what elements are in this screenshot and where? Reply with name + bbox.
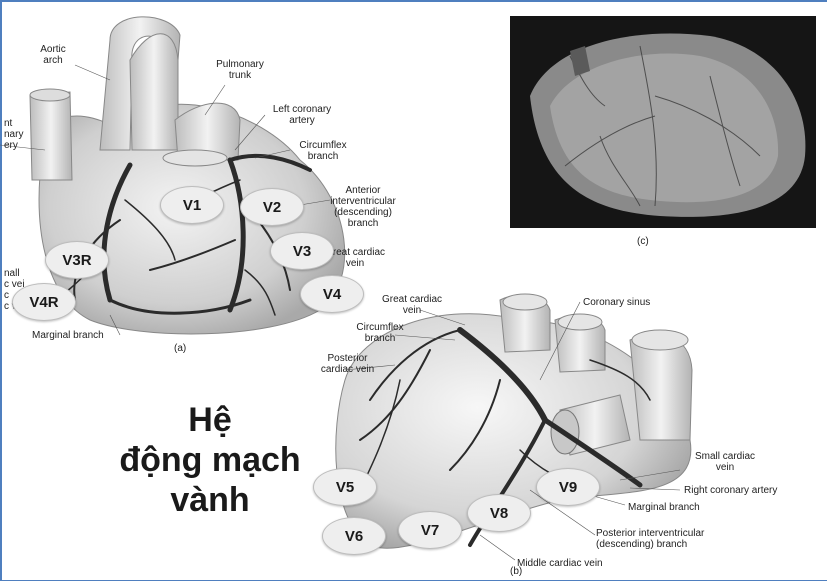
label-great-cardiac-vein-b: Great cardiac vein — [372, 294, 452, 316]
label-posterior-interventricular: Posterior interventricular (descending) … — [596, 528, 746, 550]
cast-photo — [510, 16, 816, 228]
label-marginal-branch-a: Marginal branch — [32, 330, 142, 341]
caption-a: (a) — [174, 343, 186, 354]
label-circumflex-branch: Circumflex branch — [288, 140, 358, 162]
lead-v7: V7 — [398, 511, 462, 549]
label-right-coronary-artery: Right coronary artery — [684, 485, 814, 496]
lead-v5: V5 — [313, 468, 377, 506]
label-anterior-interventricular: Anterior interventricular (descending) b… — [318, 185, 408, 229]
label-cut-right-coronary: nt nary ery — [4, 118, 34, 151]
lead-v3: V3 — [270, 232, 334, 270]
lead-v8: V8 — [467, 494, 531, 532]
lead-v4r: V4R — [12, 283, 76, 321]
lead-v1: V1 — [160, 186, 224, 224]
label-small-cardiac-vein: Small cardiac vein — [680, 451, 770, 473]
slide-title: Hệ động mạch vành — [110, 400, 310, 520]
label-marginal-branch-b: Marginal branch — [628, 502, 728, 513]
title-line-3: vành — [110, 480, 310, 520]
lead-v9: V9 — [536, 468, 600, 506]
title-line-1: Hệ — [110, 400, 310, 440]
label-posterior-cardiac-vein: Posterior cardiac vein — [310, 353, 385, 375]
lead-v6: V6 — [322, 517, 386, 555]
title-line-2: động mạch — [110, 440, 310, 480]
label-middle-cardiac-vein: Middle cardiac vein — [517, 558, 637, 569]
label-aortic-arch: Aortic arch — [28, 44, 78, 66]
caption-c: (c) — [637, 236, 649, 247]
caption-b: (b) — [510, 566, 522, 577]
lead-v2: V2 — [240, 188, 304, 226]
label-circumflex-branch-b: Circumflex branch — [350, 322, 410, 344]
label-left-coronary-artery: Left coronary artery — [262, 104, 342, 126]
label-pulmonary-trunk: Pulmonary trunk — [205, 59, 275, 81]
lead-v3r: V3R — [45, 241, 109, 279]
lead-v4: V4 — [300, 275, 364, 313]
label-coronary-sinus: Coronary sinus — [583, 297, 683, 308]
coronary-cast-image — [510, 16, 816, 228]
